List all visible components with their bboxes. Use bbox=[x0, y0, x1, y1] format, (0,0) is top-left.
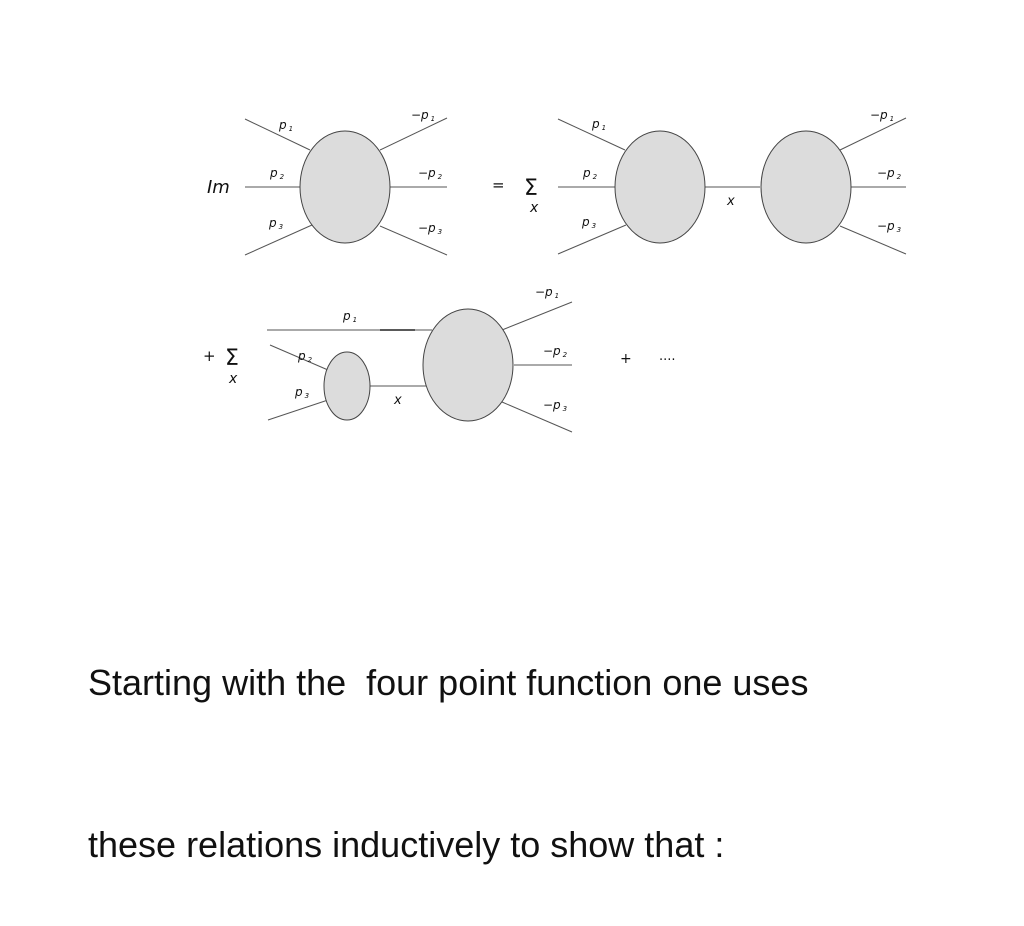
im-label: Im bbox=[207, 177, 230, 198]
rhs-two-blob-term bbox=[557, 117, 907, 255]
plus-sign: + bbox=[620, 351, 632, 367]
sum-symbol: Σ bbox=[225, 346, 239, 371]
blob bbox=[299, 130, 391, 244]
rhs-three-blob-term bbox=[267, 301, 573, 433]
lhs-amplitude bbox=[244, 117, 448, 256]
intermediate-state-label: x bbox=[726, 194, 735, 209]
blob bbox=[323, 351, 371, 421]
body-line: Starting with the four point function on… bbox=[88, 662, 809, 703]
blob bbox=[614, 130, 706, 244]
slide-body-text: Starting with the four point function on… bbox=[88, 548, 988, 926]
sum-symbol: Σ bbox=[524, 176, 538, 201]
blob bbox=[760, 130, 852, 244]
sum-index: x bbox=[529, 200, 539, 216]
blob bbox=[422, 308, 514, 422]
sum-index: x bbox=[228, 371, 238, 387]
intermediate-state-label: x bbox=[393, 393, 402, 408]
plus-sign: + bbox=[203, 347, 216, 365]
equals-sign: = bbox=[492, 176, 505, 194]
ellipsis: .... bbox=[659, 349, 676, 364]
body-line: these relations inductively to show that… bbox=[88, 824, 725, 865]
